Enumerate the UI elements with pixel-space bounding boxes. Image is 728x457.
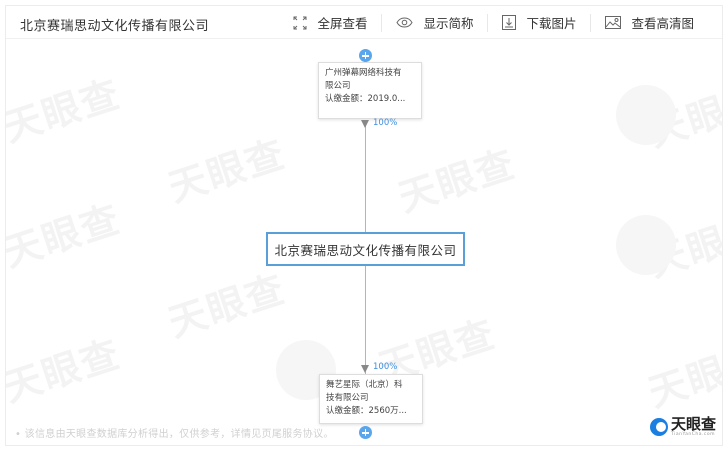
watermark-logo bbox=[616, 215, 676, 275]
downstream-percent: 100% bbox=[373, 362, 398, 372]
show-abbreviation-label: 显示简称 bbox=[423, 16, 474, 31]
brand-logo: 天眼查 TianYanCha.com bbox=[649, 415, 716, 437]
equity-structure-card: 北京赛瑞思动文化传播有限公司 全屏查看 显示简称 下载 bbox=[5, 5, 723, 446]
expand-upstream-button[interactable] bbox=[359, 49, 372, 62]
show-abbreviation-button[interactable]: 显示简称 bbox=[381, 13, 487, 32]
download-icon bbox=[502, 15, 517, 30]
disclaimer-note: • 该信息由天眼查数据库分析得出，仅供参考，详情见页尾服务协议。 bbox=[15, 429, 334, 440]
watermark: 天眼查 bbox=[163, 266, 291, 346]
watermark-logo bbox=[616, 85, 676, 145]
toolbar: 全屏查看 显示简称 下载图片 bbox=[279, 6, 708, 39]
watermark: 天眼查 bbox=[163, 131, 291, 211]
investment-name-line2: 技有限公司 bbox=[326, 393, 369, 403]
brand-name: 天眼查 bbox=[670, 415, 716, 433]
diagram-canvas[interactable]: 天眼查 天眼查 天眼查 天眼查 天眼查 天眼查 天眼查 天眼查 天眼查 天眼查 … bbox=[6, 40, 722, 446]
shareholder-node[interactable]: 广州弹幕网络科技有 限公司 认缴金额：2019.0... bbox=[318, 62, 422, 119]
shareholder-amount: 认缴金额：2019.0... bbox=[325, 94, 406, 104]
expand-downstream-button[interactable] bbox=[359, 426, 372, 439]
download-image-button[interactable]: 下载图片 bbox=[487, 13, 590, 32]
watermark: 天眼查 bbox=[6, 331, 126, 411]
shareholder-name-line1: 广州弹幕网络科技有 bbox=[325, 68, 402, 78]
watermark: 天眼查 bbox=[393, 141, 521, 221]
investment-amount: 认缴金额：2560万... bbox=[326, 406, 407, 416]
fullscreen-button[interactable]: 全屏查看 bbox=[279, 14, 381, 32]
arrow-down-icon bbox=[361, 365, 369, 373]
connector-line-lower bbox=[365, 266, 366, 374]
fullscreen-icon bbox=[293, 16, 307, 29]
arrow-down-icon bbox=[361, 120, 369, 128]
view-hd-label: 查看高清图 bbox=[631, 16, 694, 31]
eye-icon bbox=[396, 17, 414, 28]
image-icon bbox=[605, 16, 622, 29]
investment-name-line1: 舞艺星际（北京）科 bbox=[326, 380, 403, 390]
company-title: 北京赛瑞思动文化传播有限公司 bbox=[20, 19, 210, 34]
investment-node[interactable]: 舞艺星际（北京）科 技有限公司 认缴金额：2560万... bbox=[319, 374, 423, 424]
brand-domain: TianYanCha.com bbox=[670, 432, 715, 437]
tianyancha-logo-icon bbox=[649, 418, 668, 436]
center-company-name: 北京赛瑞思动文化传播有限公司 bbox=[274, 242, 457, 258]
center-company-node[interactable]: 北京赛瑞思动文化传播有限公司 bbox=[266, 232, 465, 266]
card-header: 北京赛瑞思动文化传播有限公司 全屏查看 显示简称 下载 bbox=[6, 6, 722, 39]
download-image-label: 下载图片 bbox=[526, 16, 577, 31]
watermark: 天眼查 bbox=[6, 196, 126, 276]
shareholder-name-line2: 限公司 bbox=[325, 81, 351, 91]
watermark: 天眼查 bbox=[643, 336, 722, 416]
watermark: 天眼查 bbox=[6, 71, 126, 151]
view-hd-button[interactable]: 查看高清图 bbox=[590, 13, 708, 32]
connector-line-upper bbox=[365, 123, 366, 232]
fullscreen-label: 全屏查看 bbox=[317, 16, 368, 31]
upstream-percent: 100% bbox=[373, 118, 398, 128]
